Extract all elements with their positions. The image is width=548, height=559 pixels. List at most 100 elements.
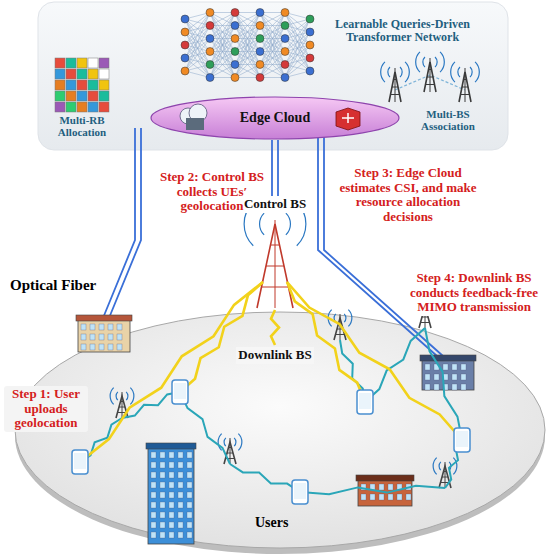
building-window	[178, 452, 183, 458]
signal-arc	[348, 310, 352, 327]
network-link	[210, 13, 235, 78]
house-building	[76, 315, 132, 352]
network-link	[210, 13, 235, 78]
signal-arc	[130, 388, 134, 405]
signal-arc	[470, 67, 472, 77]
building-window	[151, 492, 156, 498]
wireless-link	[300, 486, 445, 494]
resource-block	[99, 80, 109, 90]
building-window	[187, 452, 192, 458]
phone-screen	[294, 483, 306, 499]
neuron	[281, 48, 289, 56]
network-link	[260, 13, 285, 78]
building-window	[178, 462, 183, 468]
downlink-bs-tower	[433, 458, 457, 488]
neuron	[306, 15, 314, 23]
shop-building	[356, 475, 414, 506]
building-window	[169, 522, 174, 528]
building-window	[81, 324, 86, 330]
step-note: Step 3: Edge Cloud estimates CSI, and ma…	[332, 166, 484, 224]
building-window	[108, 334, 113, 340]
building-window	[90, 334, 95, 340]
building-window	[169, 452, 174, 458]
bs-tower-icon	[416, 52, 445, 92]
building-window	[425, 374, 430, 380]
building-window	[169, 492, 174, 498]
edge-cloud: Edge Cloud	[150, 96, 400, 140]
building-window	[151, 452, 156, 458]
building-window	[425, 384, 430, 390]
building-window	[160, 472, 165, 478]
bs-tower-icon	[381, 62, 410, 102]
neuron	[181, 41, 189, 49]
signal-arc	[344, 314, 346, 322]
wireless-link	[365, 328, 425, 402]
neuron	[206, 9, 214, 17]
user-phone	[172, 380, 188, 404]
signal-arc	[110, 388, 114, 405]
building-window	[169, 532, 174, 538]
optical-fiber	[324, 128, 443, 356]
phone-screen	[174, 383, 186, 399]
resource-block	[88, 80, 98, 90]
building-window	[117, 334, 122, 340]
building-window	[187, 472, 192, 478]
building-window	[452, 374, 457, 380]
resource-block	[66, 102, 76, 112]
building-window	[151, 532, 156, 538]
neuron	[256, 22, 264, 30]
building-window	[160, 492, 165, 498]
neuron	[231, 48, 239, 56]
building-window	[187, 502, 192, 508]
tower-mast	[465, 68, 466, 102]
building-window	[160, 512, 165, 518]
building-window	[178, 502, 183, 508]
signal-arc	[260, 213, 265, 235]
optical-fiber	[109, 128, 141, 318]
building-window	[151, 462, 156, 468]
resource-block	[99, 102, 109, 112]
link-label: Optical Fiber	[10, 277, 110, 294]
resource-block	[55, 58, 65, 68]
optical-fiber	[103, 128, 135, 318]
signal-arc	[451, 62, 455, 82]
phone-screen	[456, 431, 468, 447]
resource-block	[66, 69, 76, 79]
signal-arc	[458, 67, 460, 77]
building-roof	[146, 443, 196, 449]
network-link	[235, 39, 260, 78]
building-window	[461, 384, 466, 390]
building-window	[160, 482, 165, 488]
building-window	[178, 472, 183, 478]
cache-cube	[336, 108, 360, 130]
signal-arc	[126, 392, 128, 400]
function-label: Multi-RB Allocation	[42, 114, 122, 139]
signal-arc	[475, 62, 479, 82]
building-window	[160, 532, 165, 538]
connector-line	[271, 140, 273, 196]
building-window	[425, 364, 430, 370]
phone-screen	[359, 393, 371, 409]
neuron	[281, 61, 289, 69]
network-link	[185, 52, 210, 72]
bs-tower-icon	[451, 62, 480, 102]
resource-block	[88, 102, 98, 112]
building-roof	[76, 315, 132, 321]
neuron	[256, 35, 264, 43]
signal-arc	[435, 57, 437, 67]
network-link	[285, 58, 310, 78]
tower-building	[146, 443, 196, 544]
building-window	[379, 484, 384, 490]
signal-arc	[116, 392, 118, 400]
resource-block	[77, 58, 87, 68]
tower-mast	[445, 462, 446, 488]
neuron	[306, 67, 314, 75]
building-window	[187, 492, 192, 498]
resource-block	[55, 69, 65, 79]
cache-mark	[342, 113, 354, 123]
cloud-panel	[38, 2, 508, 150]
building-window	[187, 482, 192, 488]
resource-block-grid	[55, 58, 109, 112]
cloud-server-icon	[180, 104, 207, 130]
